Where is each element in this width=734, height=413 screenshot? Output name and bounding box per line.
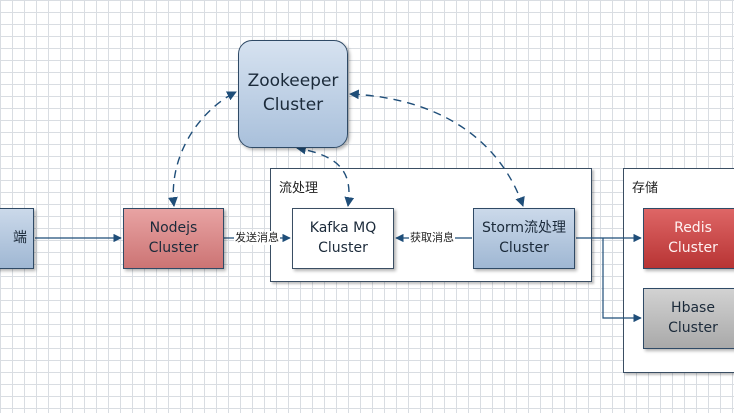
- edge-label-send-message: 发送消息: [234, 231, 280, 245]
- storm-line1: Storm流处理: [481, 219, 567, 236]
- dashed-nodejs-zookeeper: [168, 91, 237, 207]
- storm-cluster-node: Storm流处理 Cluster: [473, 208, 575, 269]
- client-label: 端: [13, 229, 27, 246]
- nodejs-line1: Nodejs: [149, 219, 198, 236]
- edge-label-fetch-message: 获取消息: [409, 231, 455, 245]
- zookeeper-line1: Zookeeper: [247, 71, 339, 92]
- client-node: 端: [0, 208, 34, 269]
- storage-group-label: 存储: [632, 181, 659, 196]
- hbase-line2: Cluster: [668, 319, 718, 336]
- nodejs-cluster-node: Nodejs Cluster: [123, 208, 224, 269]
- zookeeper-line2: Cluster: [262, 95, 324, 115]
- hbase-line1: Hbase: [671, 299, 715, 316]
- kafka-line1: Kafka MQ: [309, 219, 377, 236]
- kafka-line2: Cluster: [318, 239, 368, 256]
- stream-processing-group-label: 流处理: [279, 181, 319, 196]
- zookeeper-cluster-node: Zookeeper Cluster: [238, 40, 348, 148]
- kafka-mq-cluster-node: Kafka MQ Cluster: [292, 208, 394, 269]
- redis-line2: Cluster: [668, 239, 718, 256]
- redis-line1: Redis: [674, 219, 712, 236]
- redis-cluster-node: Redis Cluster: [643, 208, 734, 269]
- nodejs-line2: Cluster: [148, 239, 199, 256]
- hbase-cluster-node: Hbase Cluster: [643, 288, 734, 349]
- storm-line2: Cluster: [499, 239, 549, 256]
